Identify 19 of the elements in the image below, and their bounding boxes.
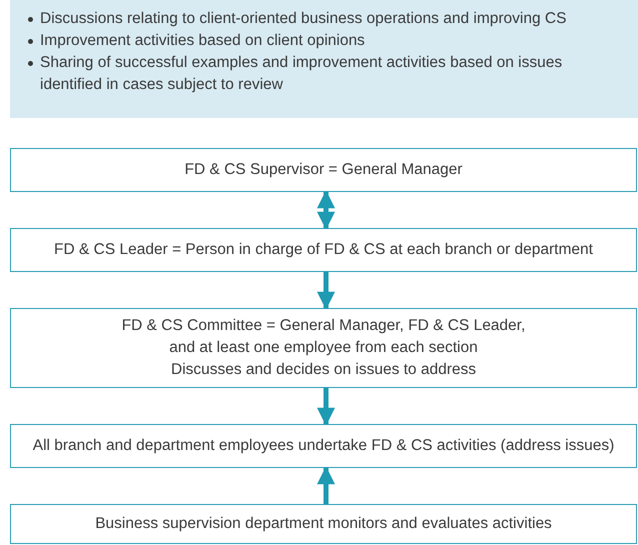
- process-box: [10, 504, 637, 544]
- arrow: [317, 190, 335, 230]
- info-panel: [10, 0, 638, 118]
- process-box: [10, 148, 637, 192]
- process-box: [10, 308, 637, 388]
- process-box: [10, 228, 637, 272]
- process-box: [10, 424, 637, 468]
- box-text: Business supervision department monitors and evaluates activities: [95, 514, 552, 534]
- bullet-item: Improvement activities based on client opinions: [40, 31, 366, 51]
- box-text: FD & CS Leader = Person in charge of FD & CS at each branch or department: [54, 240, 593, 260]
- arrow: [317, 466, 335, 504]
- bullet-item: Discussions relating to client-oriented business operations and improving CS: [40, 9, 568, 29]
- box-text: FD & CS Committee = General Manager, FD & CS Leader, and at least one employee from each section: [120, 316, 526, 358]
- arrow: [317, 388, 335, 426]
- bullet-item: Sharing of successful examples and improvement activities based on issues identified in cases subject to review: [40, 53, 564, 95]
- arrow: [317, 272, 335, 310]
- box-text: FD & CS Supervisor = General Manager: [184, 160, 462, 180]
- box-text: All branch and department employees undertake FD & CS activities (address issues): [32, 436, 614, 456]
- box-text: Discusses and decides on issues to address: [171, 360, 476, 380]
